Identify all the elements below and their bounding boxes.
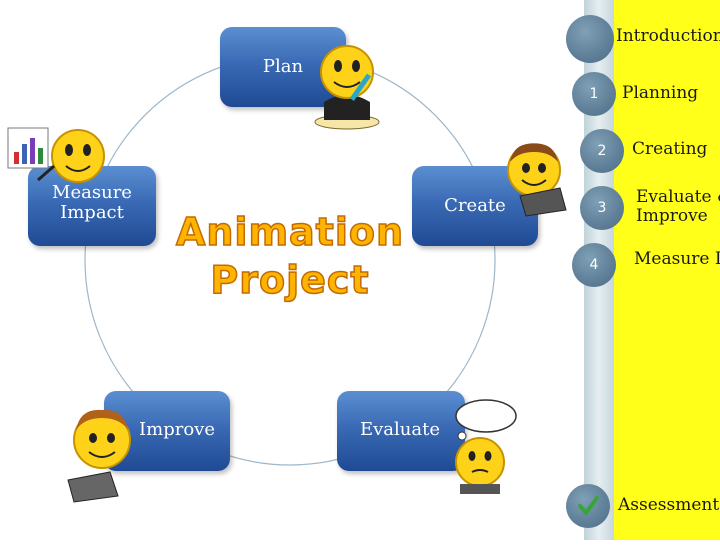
nav-item-3-circle[interactable]: 3 bbox=[580, 186, 624, 230]
project-title-line2: Project bbox=[210, 257, 370, 303]
nav-item-2-circle[interactable]: 2 bbox=[580, 129, 624, 173]
measure-impact-label: Measure Impact bbox=[28, 183, 156, 223]
nav-assessment-label[interactable]: Assessment bbox=[618, 495, 720, 515]
smiley-thinking-icon bbox=[455, 399, 517, 494]
smiley-laptop-icon bbox=[67, 409, 131, 503]
checkmark-icon bbox=[578, 496, 599, 515]
project-title-line1: Animation bbox=[175, 209, 405, 255]
smiley-chart-icon bbox=[7, 127, 105, 183]
smiley-laptop-icon bbox=[507, 143, 567, 217]
nav-item-3-label-line1: Evaluate & bbox=[636, 187, 720, 207]
measure-impact-box[interactable]: Measure Impact bbox=[28, 166, 156, 246]
nav-item-4-label[interactable]: Measure Imp bbox=[634, 249, 720, 269]
navigation-panel bbox=[598, 0, 720, 540]
nav-item-3-label[interactable]: Evaluate & Improve bbox=[636, 188, 720, 226]
evaluate-box[interactable]: Evaluate bbox=[337, 391, 465, 471]
measure-impact-line2: Impact bbox=[60, 202, 124, 223]
evaluate-label: Evaluate bbox=[359, 419, 440, 440]
measure-impact-line1: Measure bbox=[52, 182, 132, 203]
create-label: Create bbox=[444, 195, 506, 216]
nav-item-3-label-line2: Improve bbox=[636, 206, 708, 226]
assessment-circle[interactable] bbox=[566, 484, 610, 528]
nav-item-1-label[interactable]: Planning bbox=[622, 83, 699, 103]
smiley-writing-icon bbox=[314, 45, 380, 130]
nav-item-2-label[interactable]: Creating bbox=[632, 139, 708, 159]
improve-label: Improve bbox=[139, 419, 215, 440]
plan-label: Plan bbox=[262, 56, 304, 77]
nav-item-4-circle[interactable]: 4 bbox=[572, 243, 616, 287]
nav-item-1-circle[interactable]: 1 bbox=[572, 72, 616, 116]
nav-introduction-label[interactable]: Introduction bbox=[616, 26, 720, 46]
introduction-circle[interactable] bbox=[566, 15, 614, 63]
project-title: Animation Project bbox=[170, 208, 410, 304]
